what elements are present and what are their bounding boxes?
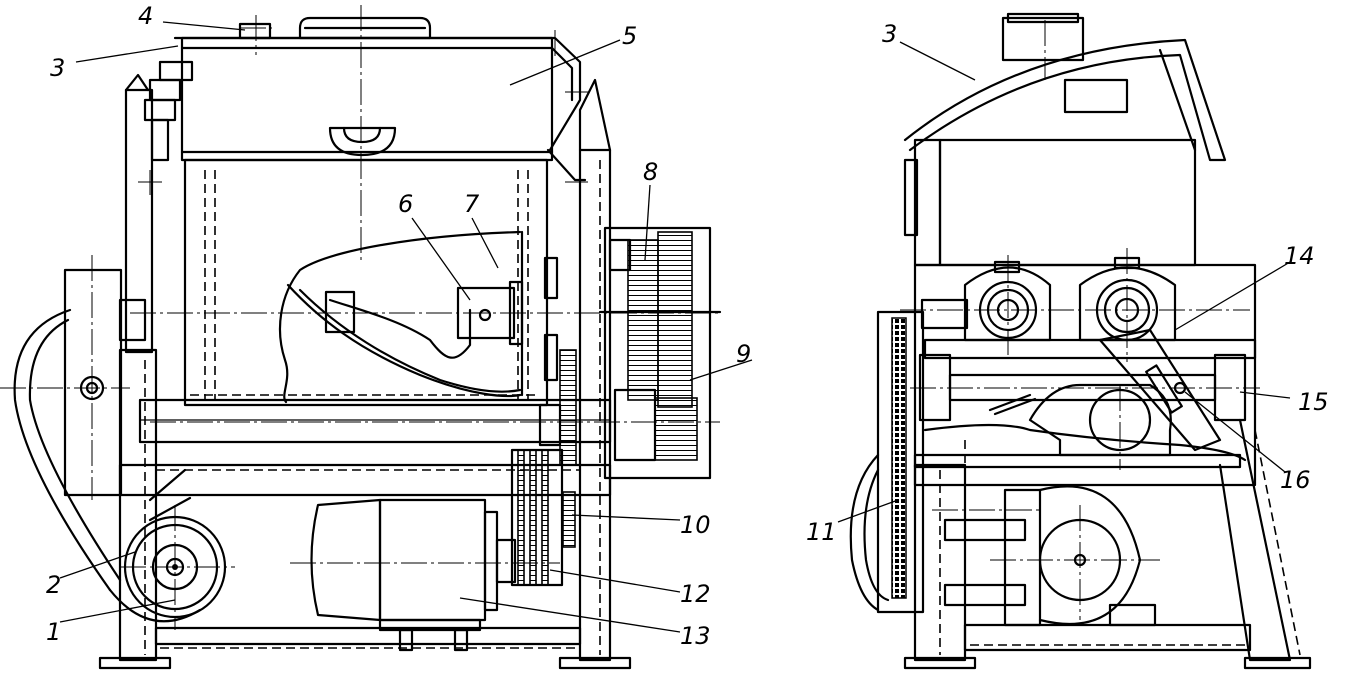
callout-15: 15: [1298, 388, 1329, 416]
callout-16: 16: [1280, 466, 1311, 494]
front-view: [0, 5, 753, 670]
callout-2: 2: [46, 571, 61, 599]
side-hopper: [903, 12, 1227, 267]
callout-11: 11: [806, 518, 837, 546]
callout-7: 7: [464, 190, 480, 218]
callout-10: 10: [680, 511, 711, 539]
callout-5: 5: [622, 22, 637, 50]
callout-13: 13: [680, 622, 711, 650]
side-frame: [903, 263, 1312, 670]
callout-12: 12: [680, 580, 711, 608]
side-view: [837, 12, 1312, 670]
callout-labels: 1 2 3 4 5 6 7 8 9 10 12 13 3 11 14 15 16: [46, 2, 1329, 650]
tank: [183, 158, 549, 407]
leader-lines-front: [59, 21, 753, 633]
side-chain-drive: [849, 310, 925, 614]
axis-lines-front: [0, 5, 720, 630]
callout-side-3: 3: [882, 20, 897, 48]
callout-1: 1: [46, 618, 61, 646]
frame: [98, 73, 632, 670]
callout-8: 8: [643, 158, 658, 186]
leader-lines-side: [837, 41, 1291, 523]
callout-4: 4: [138, 2, 153, 30]
callout-14: 14: [1284, 242, 1315, 270]
motor: [310, 448, 564, 652]
lid-hopper: [143, 16, 587, 182]
callout-6: 6: [398, 190, 413, 218]
axis-lines-side: [900, 20, 1260, 620]
gear-train: [538, 226, 722, 548]
callout-3: 3: [50, 54, 65, 82]
callout-9: 9: [736, 340, 751, 368]
